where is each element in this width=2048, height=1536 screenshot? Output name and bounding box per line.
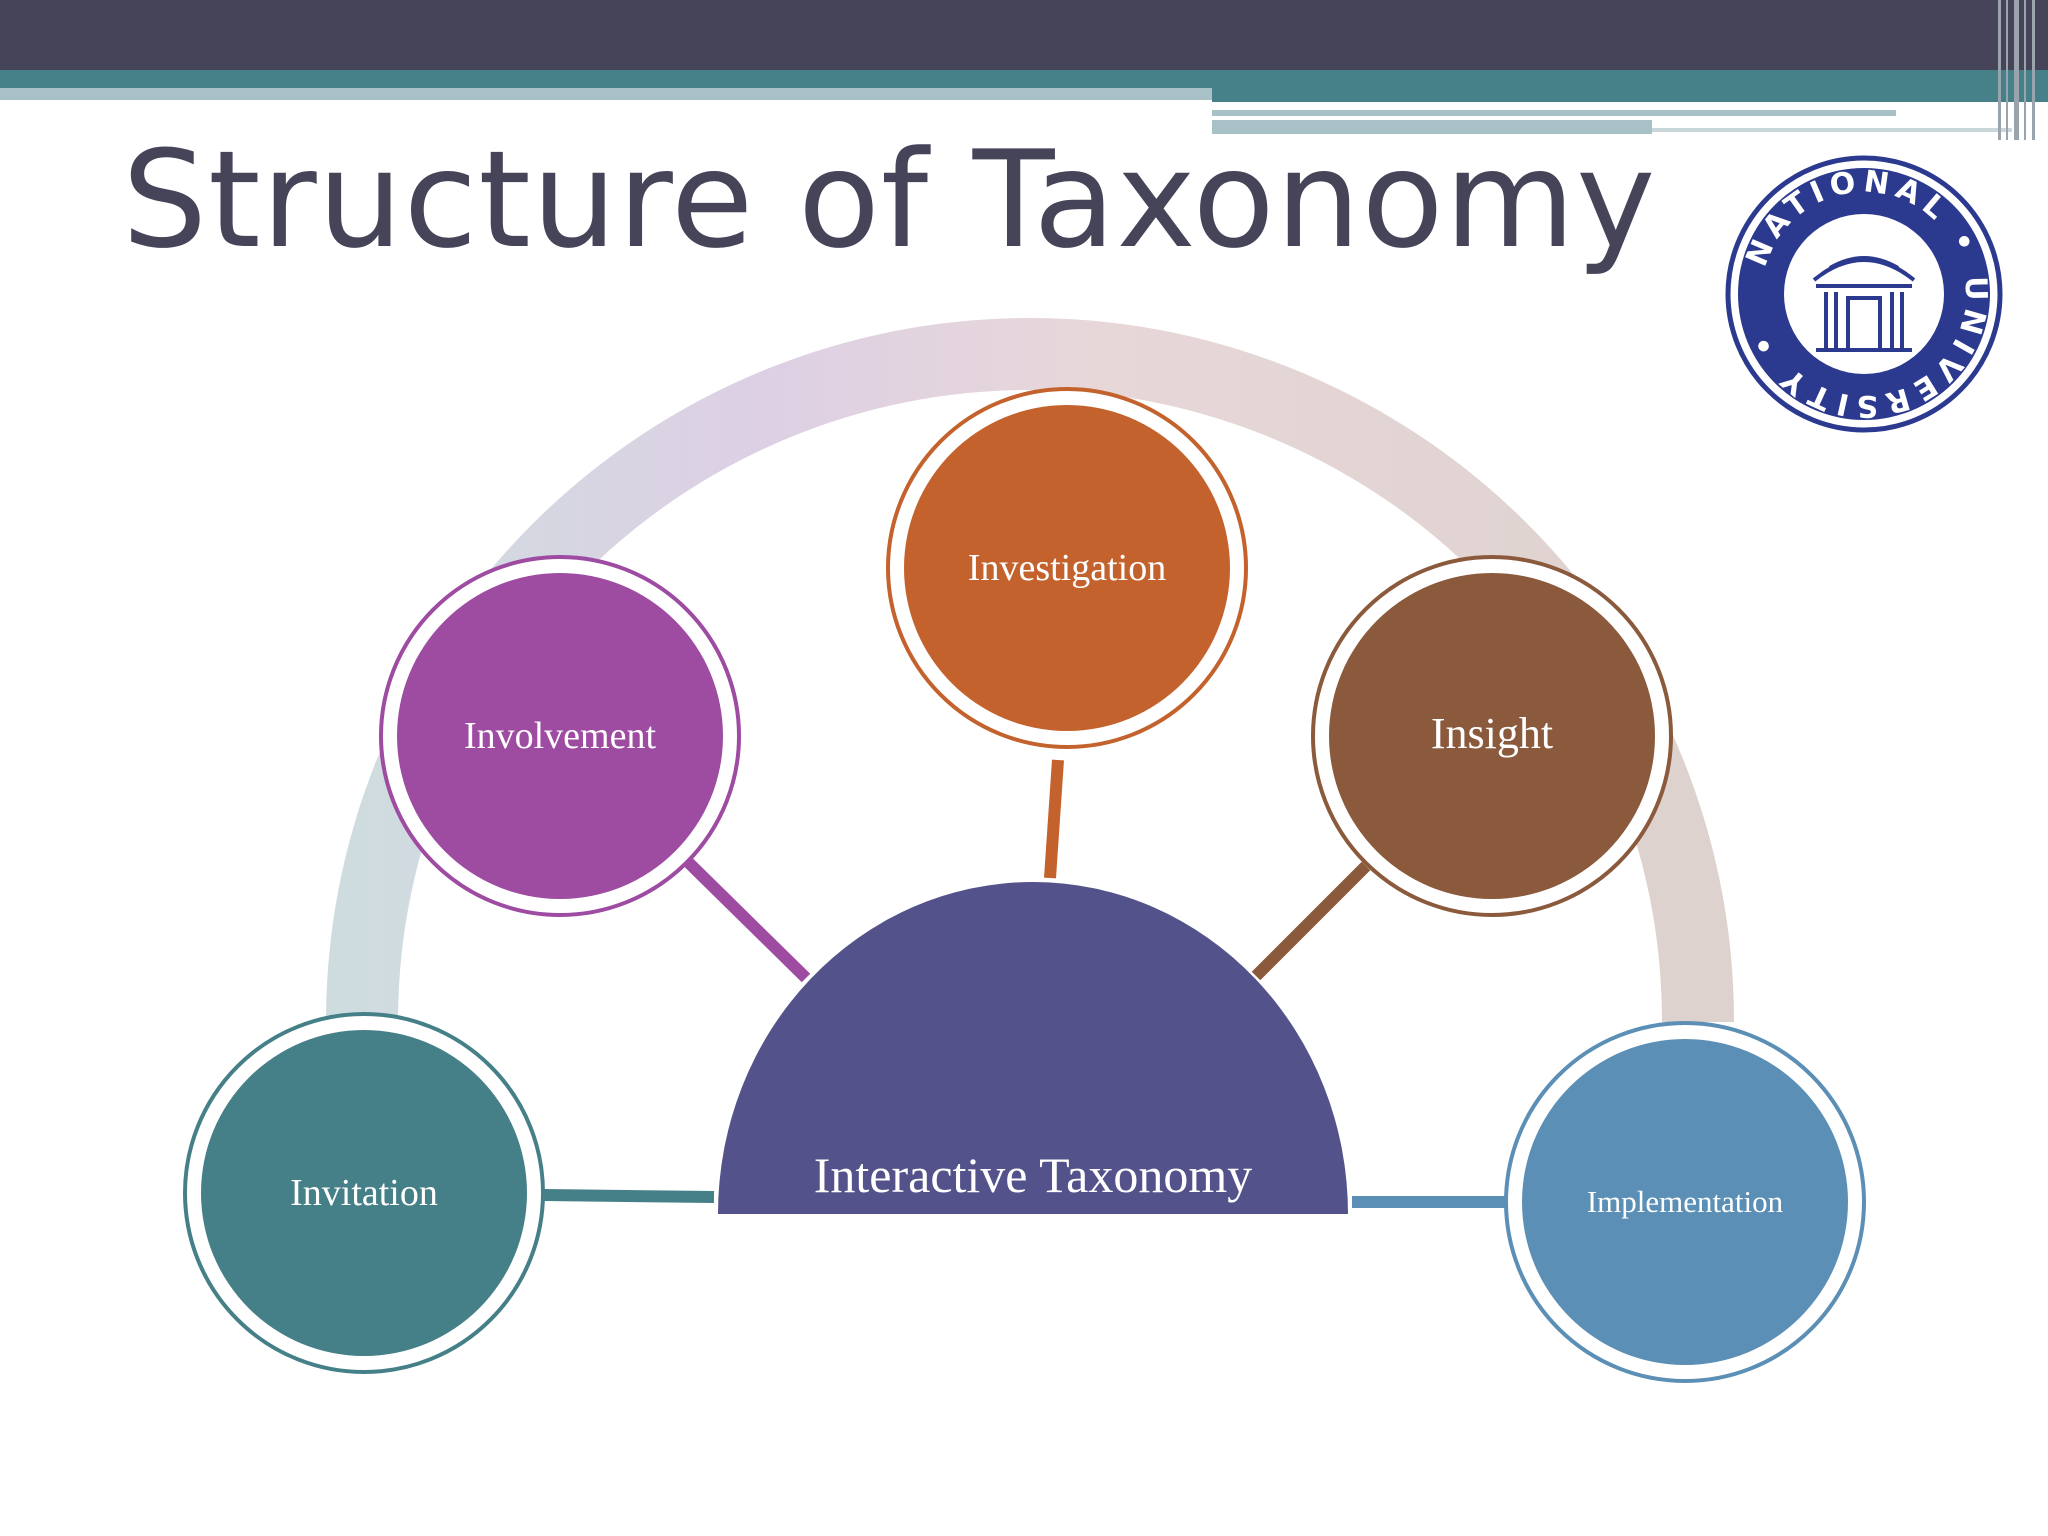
- node-investigation: Investigation: [886, 387, 1248, 749]
- node-invitation: Invitation: [183, 1012, 545, 1374]
- building-icon: [1812, 256, 1916, 352]
- header-edge-lines: [1988, 0, 2048, 140]
- connector-insight: [1251, 861, 1371, 981]
- slide-title: Structure of Taxonomy: [122, 122, 1657, 278]
- header-rule: [1212, 120, 1652, 134]
- header-teal-band-right: [1212, 88, 2048, 102]
- node-implementation: Implementation: [1504, 1021, 1866, 1383]
- node-label-involvement: Involvement: [464, 715, 657, 757]
- header-rule: [1652, 128, 2012, 132]
- connector-invitation: [543, 1189, 715, 1203]
- header-rule: [1212, 110, 1896, 116]
- center-semicircle: [718, 882, 1348, 1214]
- connector-investigation: [1044, 759, 1064, 879]
- header-light-band: [0, 88, 1212, 100]
- node-label-investigation: Investigation: [968, 547, 1166, 589]
- node-involvement: Involvement: [379, 555, 741, 917]
- node-label-invitation: Invitation: [290, 1172, 438, 1214]
- header-teal-band: [0, 70, 2048, 88]
- connector-involvement: [683, 857, 811, 983]
- header-dark-band: [0, 0, 2048, 70]
- center-label: Interactive Taxonomy: [814, 1147, 1252, 1203]
- node-label-implementation: Implementation: [1587, 1184, 1784, 1219]
- node-insight: Insight: [1311, 555, 1673, 917]
- node-label-insight: Insight: [1431, 709, 1553, 758]
- university-logo: NATIONAL • UNIVERSITY •: [1725, 155, 2003, 433]
